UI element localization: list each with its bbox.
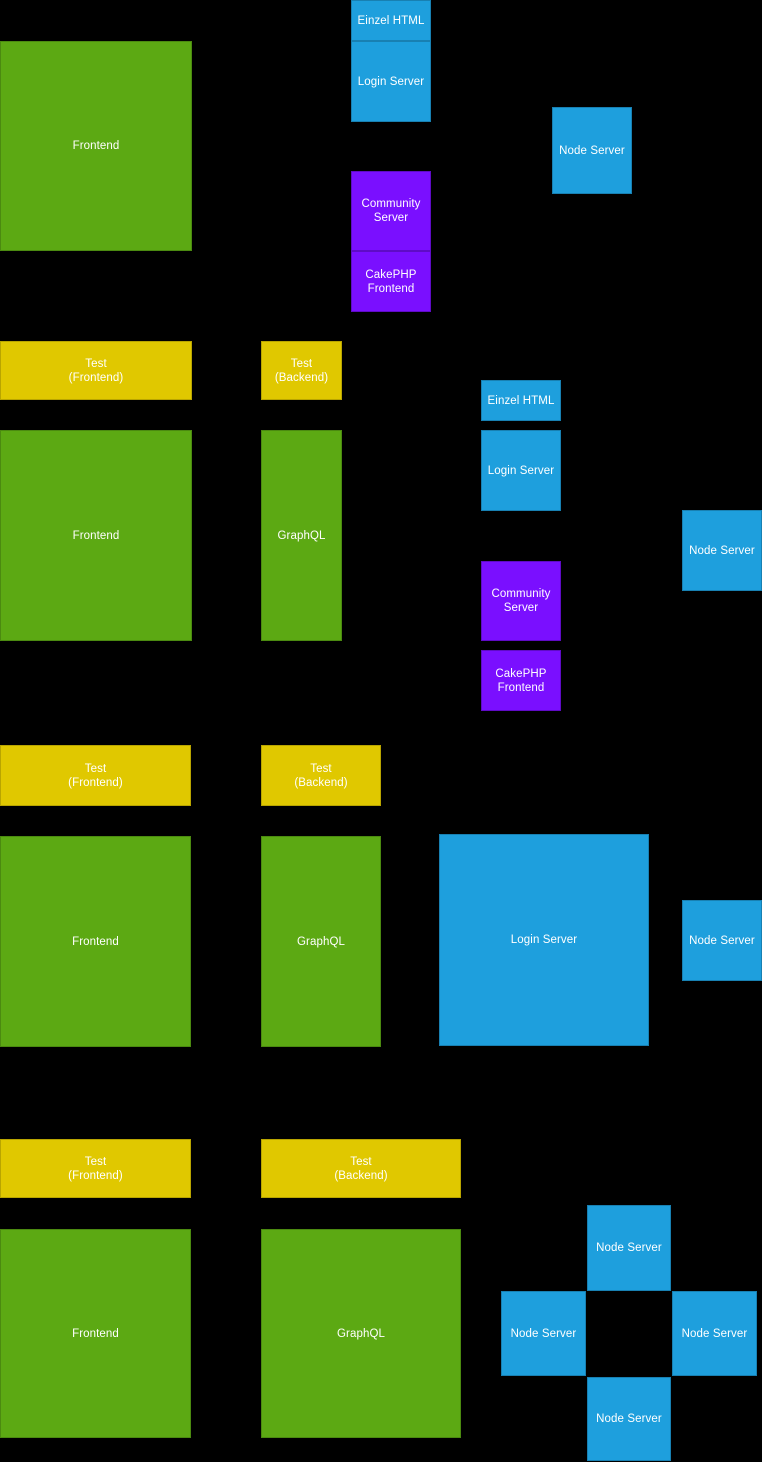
node-label: CakePHP Frontend xyxy=(495,667,547,694)
node-r1-community[interactable]: Community Server xyxy=(351,171,431,251)
node-r2-cakephp[interactable]: CakePHP Frontend xyxy=(481,650,561,711)
node-label: Test (Frontend) xyxy=(68,762,123,789)
node-label: Einzel HTML xyxy=(487,394,555,407)
node-r3-test-backend[interactable]: Test (Backend) xyxy=(261,745,381,806)
node-label: Frontend xyxy=(72,140,120,152)
node-r1-frontend[interactable]: Frontend xyxy=(0,41,192,251)
node-label: Test (Frontend) xyxy=(68,1155,123,1182)
node-label: Frontend xyxy=(72,935,119,948)
node-label: GraphQL xyxy=(296,935,345,948)
node-r2-test-backend[interactable]: Test (Backend) xyxy=(261,341,342,400)
node-label: Login Server xyxy=(487,464,555,477)
node-label: Test (Backend) xyxy=(334,1155,388,1182)
node-label: Login Server xyxy=(510,934,578,946)
node-label: Test (Backend) xyxy=(274,357,329,384)
node-r1-cakephp[interactable]: CakePHP Frontend xyxy=(351,251,431,312)
node-r4-test-backend[interactable]: Test (Backend) xyxy=(261,1139,461,1198)
node-label: Login Server xyxy=(357,75,425,88)
node-label: Einzel HTML xyxy=(357,14,425,27)
node-r4-node-server-left[interactable]: Node Server xyxy=(501,1291,586,1376)
node-label: Node Server xyxy=(596,1413,662,1425)
node-r2-graphql[interactable]: GraphQL xyxy=(261,430,342,641)
node-label: Node Server xyxy=(559,144,625,157)
node-r4-test-frontend[interactable]: Test (Frontend) xyxy=(0,1139,191,1198)
node-r3-frontend[interactable]: Frontend xyxy=(0,836,191,1047)
node-r1-login-server[interactable]: Login Server xyxy=(351,41,431,122)
node-r2-test-frontend[interactable]: Test (Frontend) xyxy=(0,341,192,400)
node-r3-node-server[interactable]: Node Server xyxy=(682,900,762,981)
node-r4-node-server-top[interactable]: Node Server xyxy=(587,1205,671,1291)
node-r4-graphql[interactable]: GraphQL xyxy=(261,1229,461,1438)
node-r2-node-server[interactable]: Node Server xyxy=(682,510,762,591)
node-r2-community[interactable]: Community Server xyxy=(481,561,561,641)
node-label: Community Server xyxy=(361,198,421,224)
node-label: CakePHP Frontend xyxy=(365,268,417,295)
node-label: Node Server xyxy=(510,1327,577,1340)
node-r1-einzel-html[interactable]: Einzel HTML xyxy=(351,0,431,41)
node-r4-node-server-bottom[interactable]: Node Server xyxy=(587,1377,671,1461)
node-r1-node-server[interactable]: Node Server xyxy=(552,107,632,194)
node-label: Frontend xyxy=(72,1327,119,1340)
node-label: Node Server xyxy=(689,934,755,947)
node-label: Test (Frontend) xyxy=(68,357,124,384)
node-r4-node-server-right[interactable]: Node Server xyxy=(672,1291,757,1376)
node-label: Node Server xyxy=(596,1242,662,1254)
node-label: Test (Backend) xyxy=(294,762,348,789)
node-r2-login-server[interactable]: Login Server xyxy=(481,430,561,511)
node-r3-test-frontend[interactable]: Test (Frontend) xyxy=(0,745,191,806)
node-r2-frontend[interactable]: Frontend xyxy=(0,430,192,641)
node-r4-frontend[interactable]: Frontend xyxy=(0,1229,191,1438)
node-r3-graphql[interactable]: GraphQL xyxy=(261,836,381,1047)
node-r3-login-server[interactable]: Login Server xyxy=(439,834,649,1046)
node-label: Frontend xyxy=(72,529,120,542)
node-label: GraphQL xyxy=(336,1327,385,1340)
node-r2-einzel-html[interactable]: Einzel HTML xyxy=(481,380,561,421)
node-label: Node Server xyxy=(681,1327,748,1340)
node-label: Node Server xyxy=(689,544,755,557)
node-label: Community Server xyxy=(491,588,551,614)
node-label: GraphQL xyxy=(277,529,326,542)
